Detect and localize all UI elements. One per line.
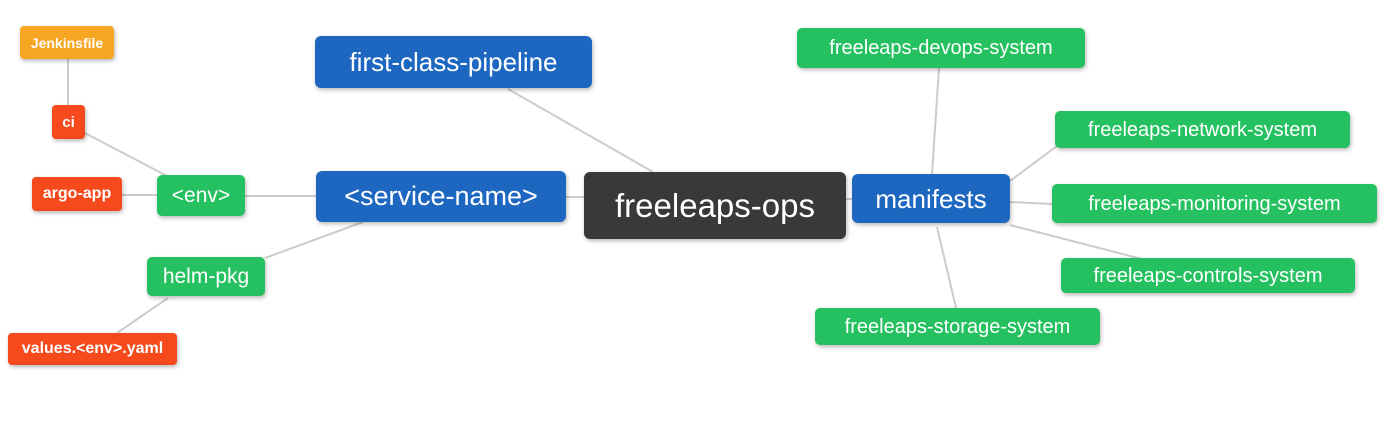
node-ci[interactable]: ci	[52, 105, 85, 139]
edge-manifests-controls	[1009, 224, 1143, 260]
edge-manifests-storage	[936, 226, 957, 309]
node-freeleaps-monitoring-system[interactable]: freeleaps-monitoring-system	[1052, 184, 1377, 223]
edge-manifests-devops	[931, 67, 940, 175]
node-first-class-pipeline[interactable]: first-class-pipeline	[315, 36, 592, 88]
node-values-env-yaml[interactable]: values.<env>.yaml	[8, 333, 177, 365]
edge-ci-env	[82, 131, 168, 177]
edge-manifests-network	[1009, 145, 1058, 182]
node-manifests[interactable]: manifests	[852, 174, 1010, 223]
node-helm-pkg[interactable]: helm-pkg	[147, 257, 265, 296]
node-freeleaps-devops-system[interactable]: freeleaps-devops-system	[797, 28, 1085, 68]
node-freeleaps-storage-system[interactable]: freeleaps-storage-system	[815, 308, 1100, 345]
edge-manifests-monitoring	[1009, 201, 1053, 205]
edge-values-helm-pkg	[116, 297, 169, 334]
node-env[interactable]: <env>	[157, 175, 245, 216]
node-argo-app[interactable]: argo-app	[32, 177, 122, 211]
edge-pipeline-freeleaps-ops	[507, 88, 654, 173]
node-freeleaps-ops-root[interactable]: freeleaps-ops	[584, 172, 846, 239]
edge-helm-pkg-service-name	[264, 221, 364, 259]
node-jenkinsfile[interactable]: Jenkinsfile	[20, 26, 114, 59]
node-service-name[interactable]: <service-name>	[316, 171, 566, 222]
node-freeleaps-network-system[interactable]: freeleaps-network-system	[1055, 111, 1350, 148]
node-freeleaps-controls-system[interactable]: freeleaps-controls-system	[1061, 258, 1355, 293]
